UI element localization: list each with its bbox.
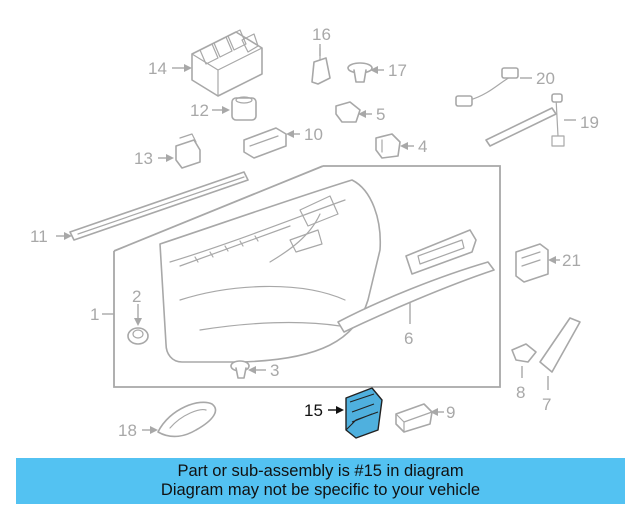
callout-20: 20 [536,69,555,88]
callout-2: 2 [132,287,141,306]
callout-1: 1 [90,305,99,324]
part-19-cable[interactable] [485,93,565,147]
callout-15: 15 [304,401,323,420]
callout-14: 14 [148,59,167,78]
callout-5: 5 [376,105,385,124]
callout-3: 3 [270,361,279,380]
callout-16: 16 [312,25,331,44]
callout-10: 10 [304,125,323,144]
part-15-highlighted-switch[interactable] [345,387,383,439]
part-3-push-pin[interactable] [230,360,250,379]
part-6-trim-strip[interactable] [337,261,495,333]
callout-6: 6 [404,329,413,348]
callout-19: 19 [580,113,599,132]
part-7-trim-piece[interactable] [539,317,581,373]
part-20-wiring-harness[interactable] [455,67,519,107]
callout-18: 18 [118,421,137,440]
part-16-clip[interactable] [311,47,331,85]
door-assembly-frame [113,165,501,388]
part-21-switch-module[interactable] [515,243,549,283]
door-assembly-frame-edge [113,165,324,252]
part-8-bracket[interactable] [511,343,537,363]
door-trim-panel[interactable] [159,179,382,363]
banner-line-1: Part or sub-assembly is #15 in diagram [177,462,464,480]
callout-4: 4 [418,137,427,156]
part-13-switch[interactable] [175,133,201,169]
info-banner: Part or sub-assembly is #15 in diagram D… [16,458,625,504]
callout-17: 17 [388,61,407,80]
part-4-retainer-clip[interactable] [375,133,401,159]
inner-door-handle[interactable] [405,229,477,275]
part-2-grommet[interactable] [127,327,149,345]
part-14-window-switch[interactable] [191,29,263,97]
part-11-weatherstrip[interactable] [69,171,249,241]
part-18-pull-handle[interactable] [157,401,217,438]
callout-9: 9 [446,403,455,422]
part-17-push-pin[interactable] [347,62,373,83]
callout-21: 21 [562,251,581,270]
banner-line-2: Diagram may not be specific to your vehi… [160,481,481,499]
part-5-bracket[interactable] [335,101,361,123]
callout-12: 12 [190,101,209,120]
callout-8: 8 [516,383,525,402]
callout-7: 7 [542,395,551,414]
callout-11: 11 [30,227,48,246]
callout-13: 13 [134,149,153,168]
part-10-switch-bezel[interactable] [243,127,287,159]
part-12-mirror-switch[interactable] [231,96,257,121]
part-9-connector[interactable] [395,403,433,433]
leader-lines [56,44,576,434]
